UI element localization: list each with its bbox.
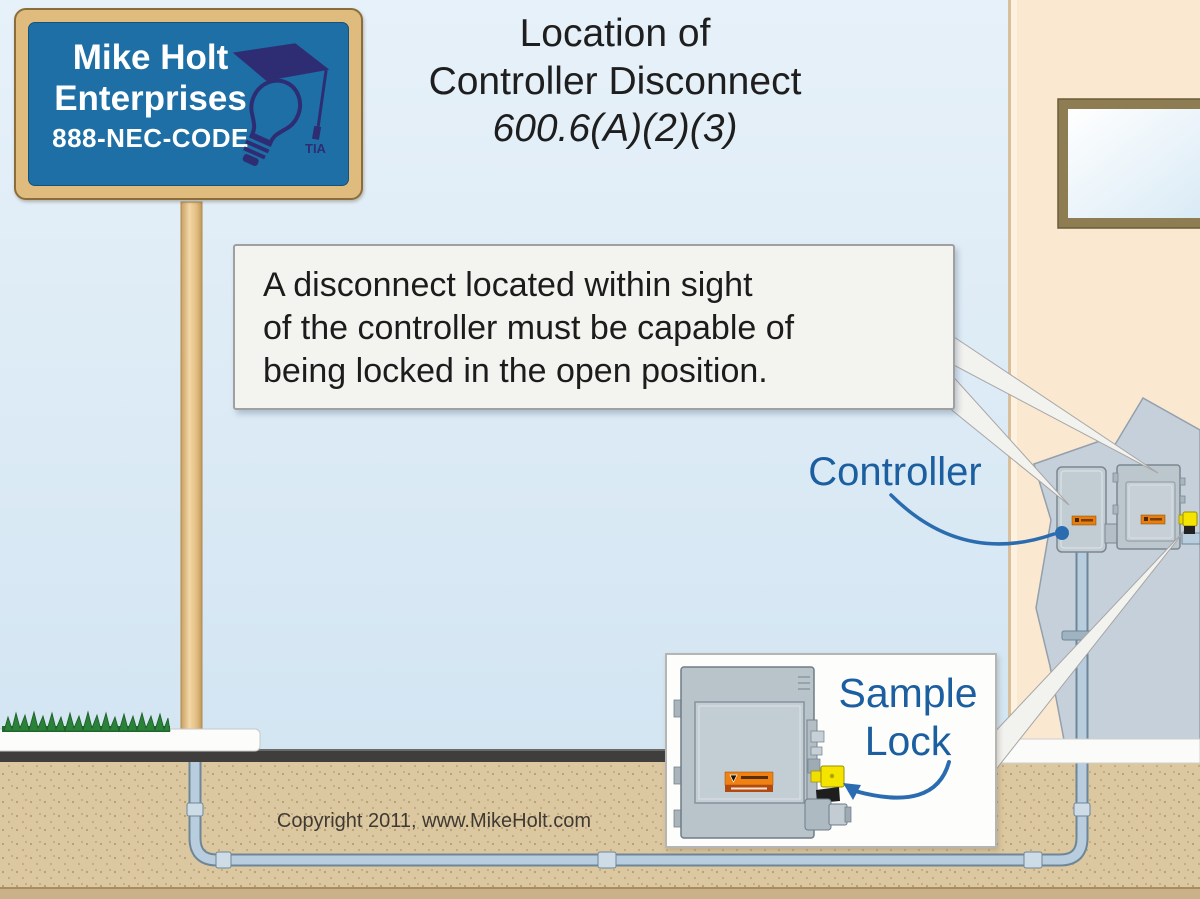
controller-box (1056, 466, 1107, 553)
window-glass (1068, 109, 1200, 218)
warning-label (724, 771, 774, 792)
sample-lock-graphic (673, 666, 951, 839)
sample-lock-label: Sample Lock (838, 670, 978, 765)
road-strip (0, 749, 666, 762)
conduit-nipple (1104, 523, 1119, 544)
sidewalk-left (0, 728, 261, 752)
sign-line2: Enterprises (54, 79, 247, 119)
conduit-hub (804, 798, 852, 831)
sign-pole (180, 201, 203, 734)
wall-lock-device (1178, 511, 1198, 534)
callout-box: A disconnect located within sight of the… (233, 244, 955, 410)
controller-label: Controller (808, 450, 982, 494)
grass (2, 710, 171, 733)
graduation-bulb-icon: TIA (232, 43, 330, 166)
sample-lock-arrow (843, 760, 951, 800)
sidewalk-right (996, 738, 1200, 764)
logo-trademark-text: TIA (305, 141, 327, 156)
lock-device (810, 765, 845, 803)
title-text: Location of Controller Disconnect (428, 12, 802, 103)
sign-panel: Mike Holt Enterprises 888-NEC-CODE TIA (28, 22, 349, 186)
disconnect-box (1104, 464, 1200, 550)
underground-conduit (186, 550, 1093, 869)
window (1057, 98, 1200, 229)
conduit-stub (1181, 532, 1200, 545)
controller-pointer-arrow (889, 493, 1069, 546)
sample-lock-inset: Sample Lock (665, 653, 997, 848)
sign-line1: Mike Holt (72, 38, 229, 77)
mike-holt-sign: Mike Holt Enterprises 888-NEC-CODE TIA (14, 8, 363, 200)
sample-lock-cabinet (673, 666, 825, 839)
conduit-couplings (186, 802, 1091, 869)
copyright-text: Copyright 2011, www.MikeHolt.com (276, 810, 592, 832)
callout-pointer-lines (947, 332, 1187, 779)
sign-line3: 888-NEC-CODE (52, 122, 249, 153)
callout-text: A disconnect located within sight of the… (263, 266, 795, 391)
page-title: Location of Controller Disconnect 600.6(… (370, 10, 860, 153)
code-reference: 600.6(A)(2)(3) (492, 107, 738, 151)
